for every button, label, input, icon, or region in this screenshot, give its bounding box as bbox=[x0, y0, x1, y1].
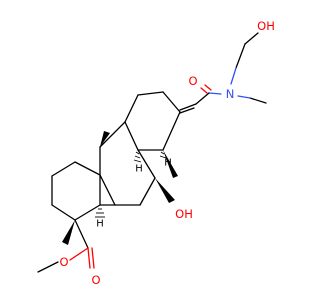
carbonyl-bond bbox=[204, 84, 212, 91]
molecule-structure: OH O N OH O O H H H bbox=[37, 19, 275, 287]
bond bbox=[124, 94, 139, 123]
bond bbox=[208, 92, 222, 95]
bond bbox=[230, 67, 237, 85]
ester-group bbox=[37, 219, 95, 273]
bond bbox=[51, 161, 76, 177]
bond bbox=[37, 261, 59, 273]
bond bbox=[99, 121, 126, 148]
carbonyl-bond bbox=[91, 247, 95, 269]
hash bbox=[133, 159, 142, 163]
bond bbox=[74, 204, 101, 221]
bond bbox=[195, 92, 210, 105]
carbonyl-bond bbox=[200, 87, 208, 94]
methyl-wedge bbox=[62, 220, 75, 245]
hash bbox=[160, 151, 165, 155]
stereo-hashes bbox=[95, 151, 167, 218]
bond bbox=[99, 174, 116, 206]
bond bbox=[244, 32, 259, 45]
amide-oxygen-label: O bbox=[188, 74, 197, 88]
bond bbox=[179, 103, 197, 111]
hash bbox=[135, 151, 140, 155]
bond bbox=[137, 91, 164, 96]
structure-svg: OH O N OH O O H H H bbox=[37, 19, 275, 287]
n-methyl-bond bbox=[249, 97, 267, 104]
bond bbox=[74, 161, 101, 176]
bond bbox=[237, 95, 251, 99]
ring-c bbox=[124, 91, 181, 151]
amide-nitrogen-label: N bbox=[226, 87, 235, 101]
bond bbox=[137, 149, 156, 179]
bond bbox=[51, 204, 76, 221]
bond bbox=[235, 43, 246, 69]
bond bbox=[139, 177, 156, 206]
hydroxyl-wedge bbox=[155, 178, 175, 203]
hydroxyl-label: OH bbox=[175, 207, 193, 221]
bond bbox=[179, 107, 195, 114]
hash bbox=[134, 155, 141, 159]
ring-b bbox=[99, 121, 156, 206]
bond bbox=[74, 219, 89, 249]
amide-group bbox=[179, 84, 267, 114]
ester-oxygen-label: O bbox=[59, 255, 68, 269]
ring-a bbox=[51, 161, 101, 221]
methyl-wedge bbox=[163, 150, 178, 178]
bond bbox=[124, 121, 139, 151]
bond bbox=[162, 111, 181, 151]
bond bbox=[162, 91, 181, 113]
hydroxyl-label: OH bbox=[257, 19, 275, 33]
bond bbox=[69, 247, 89, 261]
hash bbox=[159, 155, 167, 159]
carbonyl-bond bbox=[87, 247, 91, 269]
hydrogen-label: H bbox=[96, 219, 104, 230]
hydrogen-label: H bbox=[135, 164, 143, 175]
methyl-wedge bbox=[100, 131, 110, 147]
ester-carbonyl-oxygen-label: O bbox=[91, 273, 100, 287]
hydroxyethyl-chain bbox=[230, 32, 259, 85]
hydrogen-label: H bbox=[164, 158, 172, 169]
